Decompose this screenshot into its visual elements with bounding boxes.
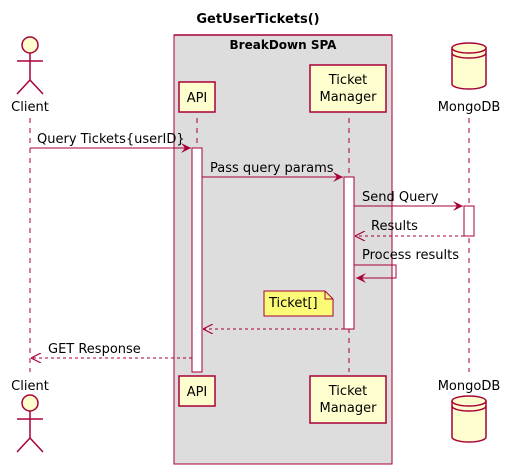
mongodb-label-top: MongoDB (438, 100, 501, 115)
ticket-manager-label-bottom-line2: Manager (320, 401, 378, 416)
ticket-manager-box-bottom (309, 375, 387, 424)
message-label-get-response: GET Response (48, 342, 141, 357)
note-ticket-array (263, 290, 334, 317)
api-label-top: API (187, 91, 208, 106)
message-label-results: Results (371, 219, 418, 234)
message-label-process-results: Process results (362, 248, 459, 263)
api-box-bottom (178, 375, 216, 407)
mongodb-label-bottom: MongoDB (438, 379, 501, 394)
message-arrow-process-results (354, 264, 397, 283)
ticket-manager-label-bottom-line1: Ticket (328, 384, 367, 399)
mongodb-database-icon-bottom (451, 395, 487, 443)
mongodb-activation-bar (463, 205, 475, 237)
group-title: BreakDown SPA (230, 38, 338, 52)
api-box-top (178, 81, 216, 113)
ticket-manager-box-top (309, 64, 387, 113)
diagram-title: GetUserTickets() (196, 12, 319, 27)
api-label-bottom: API (187, 385, 208, 400)
message-label-query-tickets: Query Tickets{userID} (37, 132, 185, 147)
ticket-manager-activation-bar (343, 176, 355, 330)
note-fold-corner (324, 291, 333, 300)
ticket-manager-label-top-line1: Ticket (328, 73, 367, 88)
message-label-pass-query-params: Pass query params (210, 161, 334, 176)
mongodb-database-icon-top (451, 42, 487, 90)
message-label-send-query: Send Query (362, 190, 439, 205)
client-label-top: Client (11, 100, 49, 115)
ticket-manager-label-top-line2: Manager (320, 90, 378, 105)
api-activation-bar (191, 147, 203, 373)
note-text: Ticket[] (268, 296, 318, 311)
client-actor-icon-bottom (16, 394, 44, 453)
client-label-bottom: Client (11, 379, 49, 394)
client-actor-icon-top (16, 36, 44, 95)
